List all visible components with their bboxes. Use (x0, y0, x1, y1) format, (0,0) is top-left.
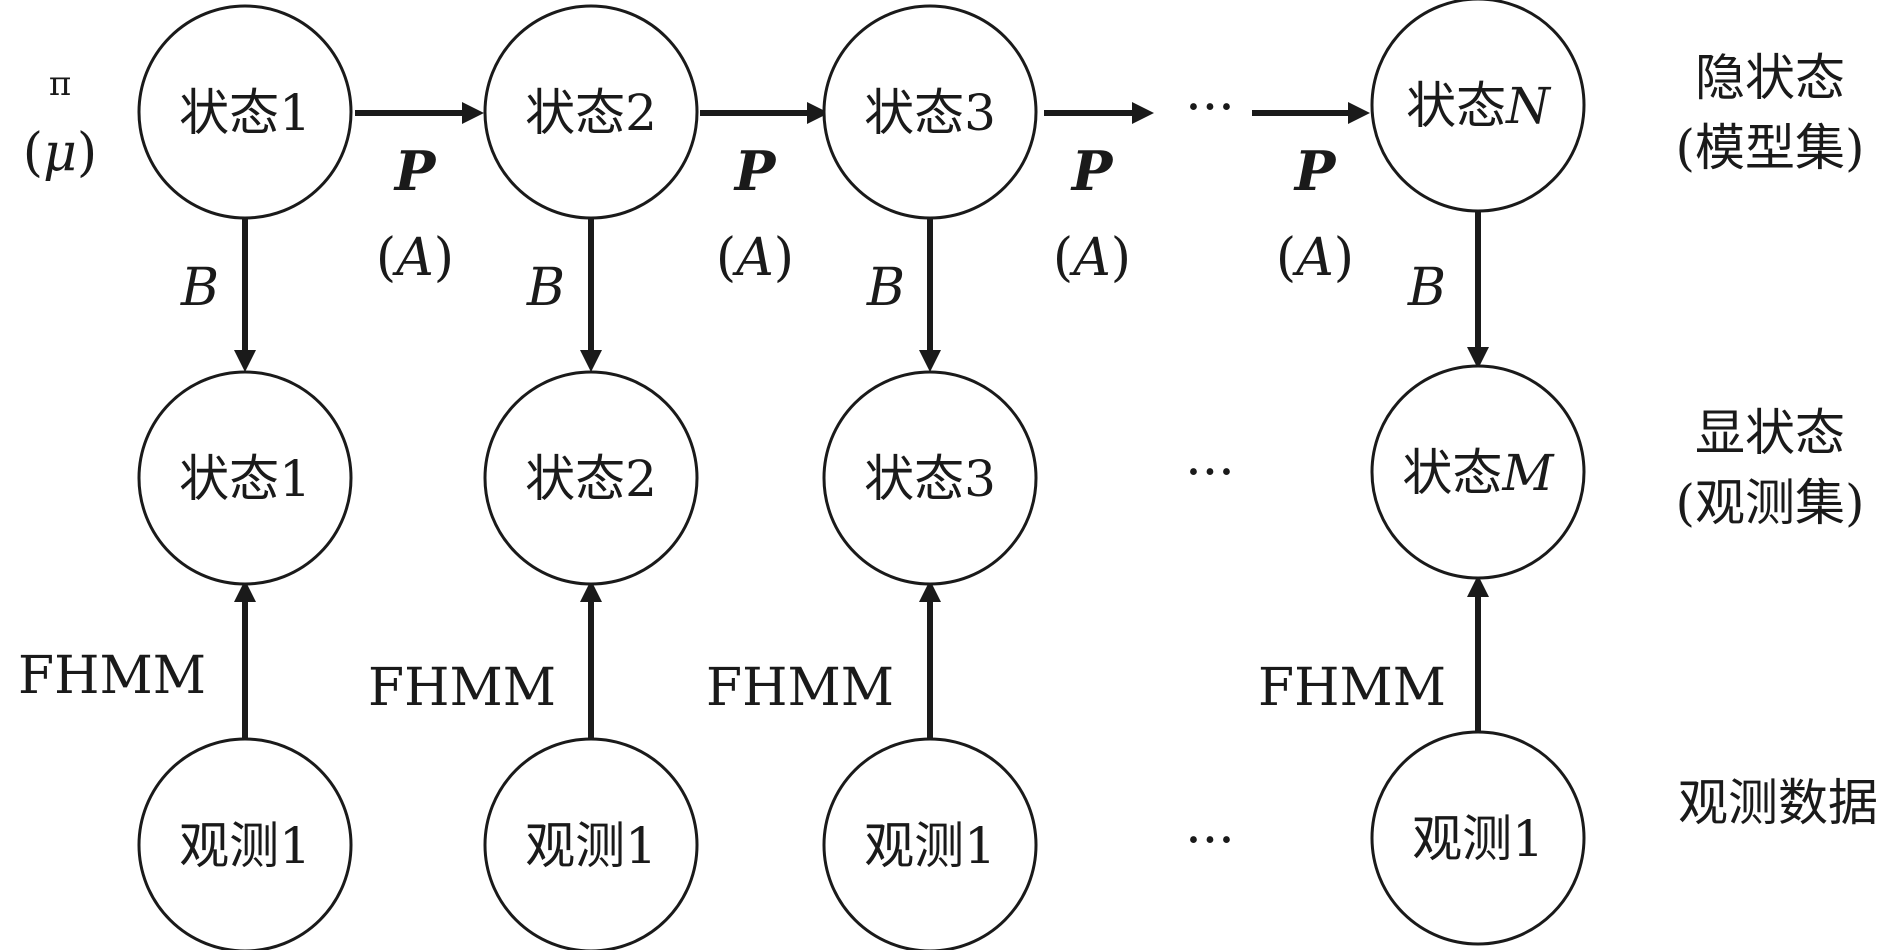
svg-text:观测1: 观测1 (1412, 810, 1544, 868)
emission-edges (234, 210, 1489, 372)
svg-text:P: P (393, 139, 437, 203)
transition-label-2: P (A) (716, 139, 794, 288)
svg-text:P: P (1293, 139, 1337, 203)
svg-text:观测1: 观测1 (179, 817, 311, 875)
fhmm-label-4: FHMM (1258, 658, 1446, 718)
fhmm-edges (234, 575, 1489, 740)
observed-row-ellipsis: ··· (1185, 443, 1235, 503)
emission-label-1: B (180, 258, 219, 318)
observed-row-label: 显状态 (1695, 404, 1845, 462)
data-node-2: 观测1 (483, 737, 699, 950)
data-row-label: 观测数据 (1678, 774, 1878, 832)
svg-text:观测1: 观测1 (525, 817, 657, 875)
observed-state-node-2: 状态2 (483, 370, 699, 586)
data-node-1: 观测1 (137, 737, 353, 950)
svg-text:状态2: 状态2 (525, 84, 657, 142)
svg-text:P: P (1070, 139, 1114, 203)
hidden-state-node-3: 状态3 (822, 4, 1038, 220)
svg-text:(A): (A) (376, 228, 454, 288)
svg-text:P: P (733, 139, 777, 203)
observed-state-node-3: 状态3 (822, 370, 1038, 586)
data-node-4: 观测1 (1370, 730, 1586, 946)
observed-row-sublabel: (观测集) (1675, 474, 1864, 532)
fhmm-label-3: FHMM (706, 658, 894, 718)
hidden-state-node-1: 状态1 (137, 4, 353, 220)
svg-text:观测1: 观测1 (864, 817, 996, 875)
svg-text:状态3: 状态3 (864, 84, 996, 142)
observed-state-node-1: 状态1 (137, 370, 353, 586)
hidden-row-ellipsis: ··· (1185, 78, 1235, 138)
hidden-state-node-n: 状态N (1370, 0, 1586, 213)
svg-text:(A): (A) (1276, 228, 1354, 288)
emission-label-3: B (866, 258, 905, 318)
data-row-ellipsis: ··· (1185, 811, 1235, 871)
observed-state-node-m: 状态M (1370, 364, 1586, 580)
data-node-3: 观测1 (822, 737, 1038, 950)
fhmm-label-1: FHMM (18, 646, 206, 706)
hidden-state-node-2: 状态2 (483, 4, 699, 220)
hidden-row-label: 隐状态 (1695, 49, 1845, 107)
svg-text:状态3: 状态3 (864, 450, 996, 508)
hidden-row-sublabel: (模型集) (1675, 119, 1864, 177)
svg-text:(A): (A) (716, 228, 794, 288)
emission-label-2: B (526, 258, 565, 318)
transition-label-1: P (A) (376, 139, 454, 288)
emission-label-4: B (1407, 258, 1446, 318)
initial-mu-label: (μ) (23, 123, 97, 183)
svg-text:状态2: 状态2 (525, 450, 657, 508)
svg-text:状态1: 状态1 (179, 84, 311, 142)
svg-text:状态1: 状态1 (179, 450, 311, 508)
svg-text:状态N: 状态N (1406, 77, 1552, 135)
transition-label-4: P (A) (1276, 139, 1354, 288)
transition-edges (355, 102, 1370, 124)
initial-pi-label: π (49, 64, 71, 104)
svg-text:(A): (A) (1053, 228, 1131, 288)
svg-text:状态M: 状态M (1402, 444, 1555, 502)
fhmm-label-2: FHMM (368, 658, 556, 718)
transition-label-3: P (A) (1053, 139, 1131, 288)
